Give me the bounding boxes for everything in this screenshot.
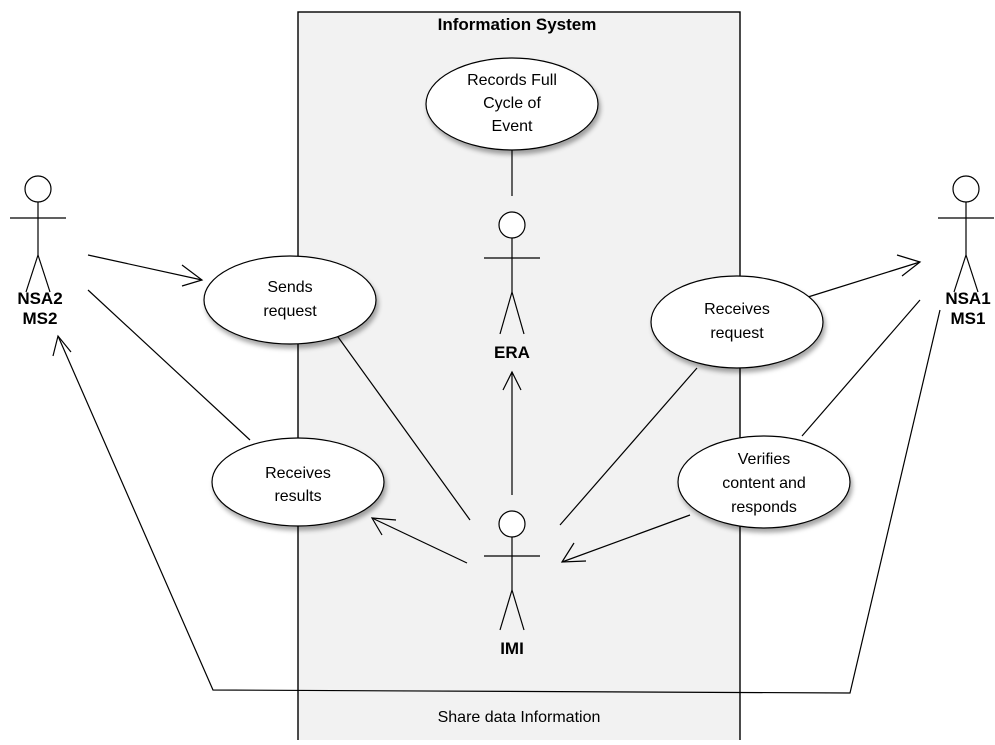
sends-line-1: Sends — [267, 279, 312, 296]
actor-imi-label: IMI — [500, 639, 524, 658]
actor-right-figure — [938, 175, 994, 293]
actor-right-line-2: MS1 — [951, 309, 986, 328]
received-to-right-arrowhead — [896, 254, 922, 277]
received-line-1: Receives — [704, 301, 770, 318]
results-line-1: Receives — [265, 465, 331, 482]
verifies-to-imi-arrowhead — [560, 542, 587, 563]
use-case-receives-results: Receives results — [211, 437, 385, 527]
results-line-2: results — [274, 488, 321, 505]
actor-left-line-1: NSA2 — [17, 289, 62, 308]
left-to-results-line — [87, 289, 251, 441]
sends-to-imi-line — [332, 329, 471, 521]
records-line-3: Event — [492, 118, 533, 135]
records-line-1: Records Full — [467, 72, 557, 89]
use-case-verifies: Verifies content and responds — [677, 435, 851, 529]
received-to-imi-line — [559, 367, 698, 526]
records-line-2: Cycle of — [483, 95, 541, 112]
left-to-sends-arrowhead — [181, 264, 204, 287]
share-data-arrowhead — [52, 334, 72, 357]
actor-left-line-2: MS2 — [23, 309, 58, 328]
received-to-right-line — [807, 261, 921, 298]
verifies-line-3: responds — [731, 499, 797, 516]
sends-line-2: request — [263, 303, 317, 320]
actor-right-line-1: NSA1 — [945, 289, 990, 308]
right-to-verifies-line — [801, 299, 921, 437]
actor-left-figure — [10, 175, 66, 293]
actor-imi-figure — [484, 510, 540, 631]
system-footer: Share data Information — [438, 709, 601, 726]
received-line-2: request — [710, 325, 764, 342]
verifies-to-imi-line — [561, 514, 691, 563]
actor-era-figure — [484, 211, 540, 335]
system-title: Information System — [438, 15, 597, 34]
verifies-line-1: Verifies — [738, 451, 790, 468]
use-case-receives-request: Receives request — [650, 275, 824, 369]
actor-era-label: ERA — [494, 343, 530, 362]
imi-to-results-arrowhead — [370, 517, 397, 536]
imi-to-era-arrowhead — [502, 370, 522, 391]
use-case-records: Records Full Cycle of Event — [425, 57, 599, 151]
share-data-line — [57, 309, 941, 694]
use-case-sends-request: Sends request — [203, 255, 377, 345]
connectors — [52, 150, 941, 694]
left-to-sends-line — [87, 254, 203, 281]
verifies-line-2: content and — [722, 475, 806, 492]
imi-to-results-line — [371, 517, 468, 564]
